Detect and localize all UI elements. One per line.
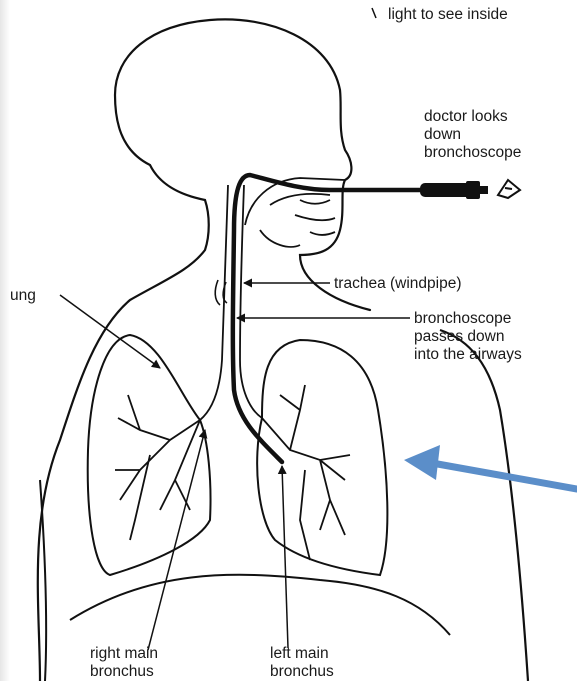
left-bronchus-pointer xyxy=(282,466,288,648)
body-outline xyxy=(38,19,370,681)
label-right-main-2: bronchus xyxy=(90,663,154,680)
label-trachea: trachea (windpipe) xyxy=(334,275,462,292)
right-bronchial-tree xyxy=(115,395,200,540)
label-doctor-looks-1: doctor looks xyxy=(424,108,508,125)
label-bronchoscope-1: bronchoscope xyxy=(414,310,511,327)
label-bronchoscope-2: passes down xyxy=(414,328,504,345)
label-lung: ung xyxy=(10,287,36,304)
label-doctor-looks-2: down xyxy=(424,126,461,143)
left-bronchial-tree xyxy=(262,385,350,560)
label-light-to-see-inside: light to see inside xyxy=(388,6,508,23)
bronchoscope-eyepiece xyxy=(420,181,488,199)
right-shoulder xyxy=(440,330,528,681)
highlight-arrow xyxy=(404,445,577,489)
lung-pointer xyxy=(60,295,160,368)
diaphragm xyxy=(70,575,450,635)
light-ray xyxy=(372,8,376,18)
label-bronchoscope-3: into the airways xyxy=(414,346,522,363)
label-right-main-1: right main xyxy=(90,645,158,662)
label-left-main-1: left main xyxy=(270,645,329,662)
label-left-main-2: bronchus xyxy=(270,663,334,680)
eye-icon xyxy=(498,180,520,198)
right-bronchus-pointer xyxy=(148,430,205,650)
label-doctor-looks-3: bronchoscope xyxy=(424,144,521,161)
